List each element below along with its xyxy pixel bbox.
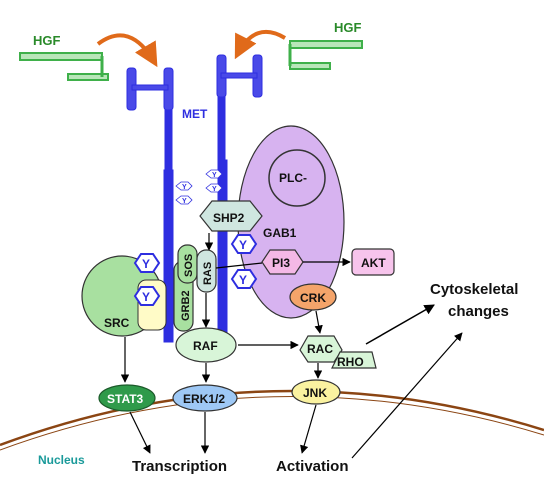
plc-label: PLC- [279,171,307,185]
shp2-label: SHP2 [213,211,245,225]
hgf-left-label: HGF [33,33,61,48]
gab1-label: GAB1 [263,226,297,240]
plc-node [268,149,326,207]
rac-to-cytoskeletal-arrow [365,304,435,345]
y-mark: Y [212,172,217,179]
curved-arrow-icon [234,29,287,60]
rac-node [299,335,343,363]
rho-node [331,351,377,369]
akt-label: AKT [361,256,386,270]
activation-to-cytoskeletal-arrow [351,332,463,459]
y-mark: Y [212,186,217,193]
y-mark: Y [182,198,187,205]
transcription-label: Transcription [132,458,227,475]
rac-label: RAC [307,342,333,356]
y-mark: Y [182,184,187,191]
y-mark: Y [142,290,150,304]
stat3-node [98,384,156,412]
met-receptor-right [216,54,263,343]
stat3-label: STAT3 [107,392,144,406]
phospho-y-gab1-bottom [230,269,258,289]
pi3-label: PI3 [272,256,290,270]
rho-label: RHO [337,355,364,369]
jnk-node [291,379,341,405]
hgf-left-ligand [19,52,109,81]
jnk-label: JNK [303,386,327,400]
ras-node [196,249,217,293]
phospho-y-src-bottom [133,286,161,306]
y-mark: Y [239,273,247,287]
raf-node [175,327,237,363]
erk-node [172,384,238,412]
curved-arrow-icon [96,33,158,68]
nuclear-membrane-inner [0,395,544,451]
nuclear-membrane [0,389,544,447]
ras-label: RAS [202,262,214,285]
phospho-y-gab1-top [230,234,258,254]
met-receptor-left [126,67,174,343]
crk-node [289,283,337,311]
sos-label: SOS [183,254,195,277]
cytoskeletal-label-line2: changes [448,303,509,320]
src-label: SRC [104,316,130,330]
y-mark: Y [142,257,150,271]
y-mark: Y [239,238,247,252]
akt-node [351,248,395,276]
ras-to-pi3-arrow [215,262,263,269]
nucleus-label: Nucleus [38,453,85,467]
phospho-y-cluster-left [175,169,223,205]
crk-to-rac-arrow [314,310,323,334]
phospho-y-src-top [133,253,161,273]
raf-label: RAF [193,339,218,353]
hgf-right-ligand [288,40,363,70]
shp2-node [199,200,263,232]
stat3-to-transcription-arrow [129,411,151,454]
erk-label: ERK1/2 [183,392,225,406]
jnk-to-activation-arrow [300,404,317,454]
activation-label: Activation [276,458,349,475]
hgf-right-label: HGF [334,20,362,35]
grb2-label: GRB2 [180,290,192,321]
crk-label: CRK [300,291,326,305]
cytoskeletal-label-line1: Cytoskeletal [430,281,518,298]
met-label: MET [182,107,208,121]
